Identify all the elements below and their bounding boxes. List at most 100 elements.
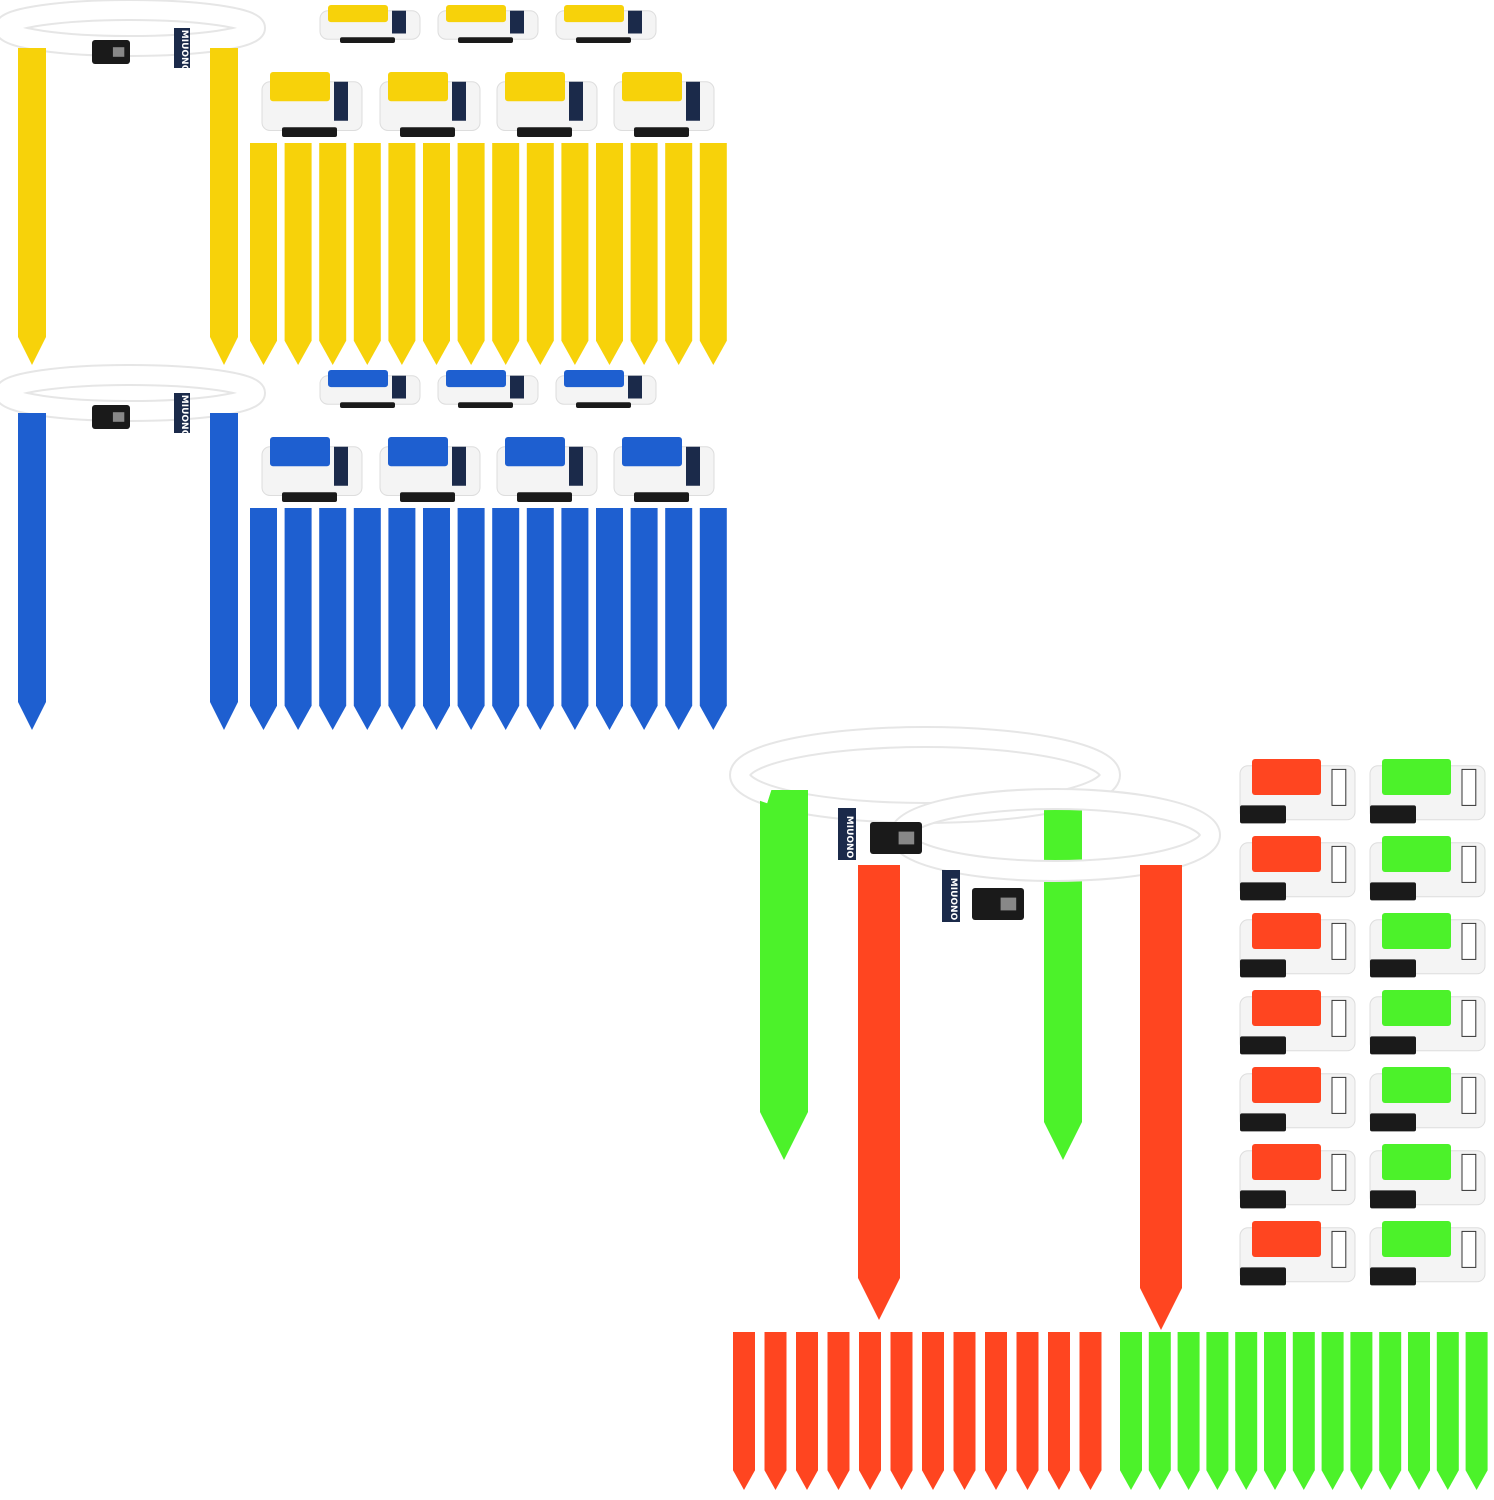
red-loose-flag (733, 1332, 755, 1490)
pack-label (1331, 922, 1347, 960)
red-loose-flag (890, 1332, 913, 1490)
flag-belt-pack (1239, 913, 1356, 978)
red-loose-flag (985, 1332, 1007, 1490)
flag-belt-pack (1369, 759, 1486, 824)
belt-flag (18, 413, 46, 730)
pack-label (510, 375, 524, 399)
belt-flag (760, 790, 808, 1160)
green-loose-flag (1321, 1332, 1344, 1490)
pack-buckle-icon (458, 402, 513, 408)
pack-buckle-icon (1370, 805, 1416, 824)
pack-label (569, 446, 583, 486)
pack-label (1461, 922, 1477, 960)
red-loose-flag (1048, 1332, 1070, 1490)
pack-label (1461, 845, 1477, 883)
yellow-belt (0, 0, 266, 365)
pack-label (686, 446, 700, 486)
blue-loose-flag (284, 508, 312, 730)
pack-flag-fold (328, 370, 388, 388)
pack-buckle-icon (1240, 959, 1286, 978)
flag-belt-pack (261, 437, 363, 502)
flag-belt-pack (437, 5, 539, 43)
pack-buckle-icon (400, 127, 455, 137)
pack-label (628, 10, 642, 34)
pack-flag-fold (1252, 990, 1321, 1026)
pack-flag-fold (1252, 913, 1321, 949)
buckle-icon (92, 40, 130, 64)
pack-buckle-icon (1240, 882, 1286, 901)
pack-flag-fold (388, 72, 448, 102)
belt-flag (210, 413, 238, 730)
red-loose-flag (1079, 1332, 1102, 1490)
green-loose-flag (1465, 1332, 1488, 1490)
pack-buckle-icon (576, 37, 631, 43)
flag-belt-pack (1239, 759, 1356, 824)
yellow-loose-flag (353, 143, 381, 365)
buckle-slot (112, 412, 125, 422)
green-loose-flag (1379, 1332, 1402, 1490)
pack-label (334, 446, 348, 486)
yellow-loose-flag (423, 143, 450, 365)
belt-flag (858, 865, 900, 1320)
pack-flag-fold (1252, 1067, 1321, 1103)
brand-logo-text: MIUONO (179, 30, 189, 73)
pack-label (1331, 1230, 1347, 1268)
pack-flag-fold (1252, 1144, 1321, 1180)
yellow-loose-flag (630, 143, 658, 365)
belt-flag (18, 48, 46, 365)
belt-strap-front (732, 729, 1118, 821)
red-loose-flag (922, 1332, 944, 1490)
flag-belt-pack (1239, 990, 1356, 1055)
pack-flag-fold (505, 72, 565, 102)
pack-flag-fold (388, 437, 448, 467)
pack-buckle-icon (282, 492, 337, 502)
flag-belt-pack (319, 370, 421, 408)
blue-loose-flag (596, 508, 623, 730)
belt-strap-front (0, 367, 263, 419)
pack-flag-fold (1252, 1221, 1321, 1257)
flag-belt-pack (1239, 1144, 1356, 1209)
yellow-loose-flag (319, 143, 347, 365)
flag-belt-pack (319, 5, 421, 43)
pack-buckle-icon (1240, 805, 1286, 824)
pack-flag-fold (446, 5, 506, 23)
buckle-slot (1000, 897, 1017, 911)
pack-buckle-icon (1240, 1036, 1286, 1055)
brand-label: MIUONO (838, 808, 856, 860)
belt-flag (1044, 790, 1082, 1160)
pack-label (1461, 1230, 1477, 1268)
red-belt (858, 788, 1221, 1330)
pack-buckle-icon (340, 402, 395, 408)
flag-belt-pack (1239, 1067, 1356, 1132)
pack-buckle-icon (282, 127, 337, 137)
flag-belt-pack (555, 5, 657, 43)
brand-logo-text: MIUONO (844, 816, 854, 859)
pack-flag-fold (1382, 759, 1451, 795)
blue-loose-flag (561, 508, 589, 730)
belt-flag (1140, 865, 1182, 1330)
pack-buckle-icon (517, 127, 572, 137)
red-loose-flag (1016, 1332, 1039, 1490)
pack-label (334, 81, 348, 121)
yellow-loose-flag (665, 143, 693, 365)
pack-flag-fold (270, 72, 330, 102)
flag-belt-pack (496, 437, 598, 502)
pack-flag-fold (564, 5, 624, 23)
pack-flag-fold (1382, 990, 1451, 1026)
flag-belt-pack (1239, 1221, 1356, 1286)
yellow-loose-flag (492, 143, 520, 365)
pack-buckle-icon (1370, 1113, 1416, 1132)
pack-label (392, 10, 406, 34)
flag-belt-pack (261, 72, 363, 137)
pack-buckle-icon (1370, 1190, 1416, 1209)
flag-belt-pack (1369, 1067, 1486, 1132)
buckle-slot (112, 47, 125, 57)
brand-label: MIUONO (942, 870, 960, 922)
pack-label (1331, 768, 1347, 806)
flag-belt-pack (496, 72, 598, 137)
buckle-icon (92, 405, 130, 429)
flag-belt-pack (1369, 913, 1486, 978)
pack-flag-fold (622, 72, 682, 102)
